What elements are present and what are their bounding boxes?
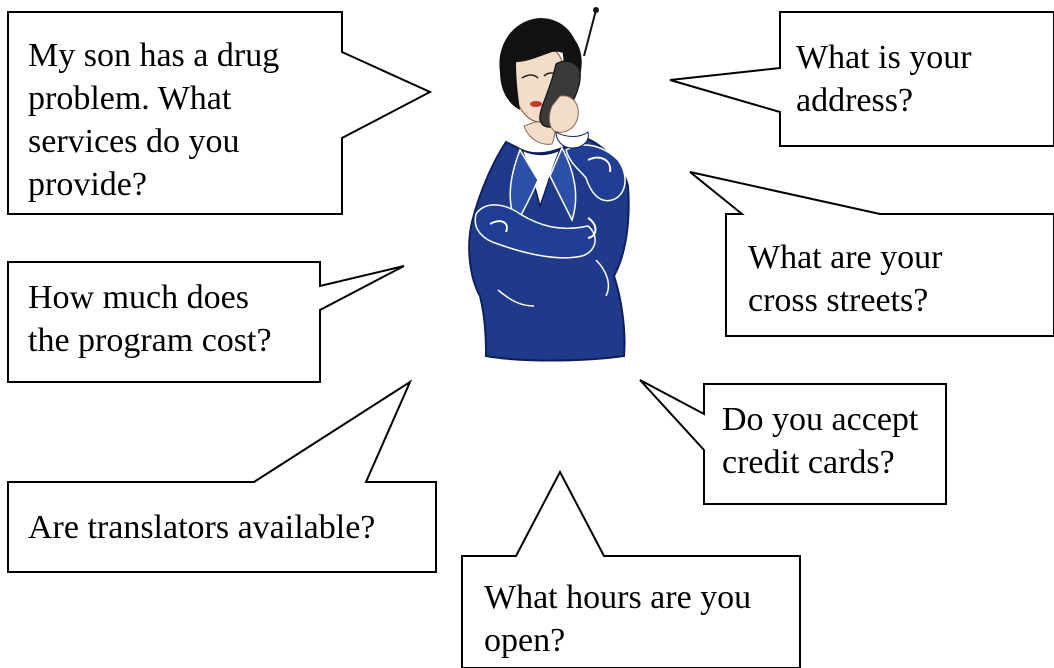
woman-on-phone-icon	[468, 7, 630, 362]
callout-program-cost	[7, 261, 405, 383]
callout-hours	[461, 469, 801, 668]
callout-translators	[7, 379, 437, 573]
callout-hours-shape	[461, 469, 801, 668]
callout-hours-text: What hours are you open?	[484, 579, 752, 659]
callout-drug-problem	[7, 11, 433, 215]
callout-credit-cards-text: Do you accept credit cards?	[722, 401, 919, 481]
callout-translators-shape	[7, 379, 437, 573]
callout-cross-streets	[689, 171, 1054, 337]
callout-program-cost-text: How much does the program cost?	[28, 279, 272, 359]
callout-credit-cards	[639, 379, 947, 505]
callout-address	[669, 11, 1054, 147]
callout-cross-streets-text: What are your cross streets?	[748, 239, 943, 319]
callout-address-shape	[669, 11, 1054, 147]
callout-drug-problem-text: My son has a drug problem. What services…	[28, 37, 280, 203]
callout-program-cost-shape	[7, 261, 405, 383]
callout-address-text: What is your address?	[796, 39, 972, 119]
callout-translators-text: Are translators available?	[28, 509, 376, 546]
callout-cross-streets-shape	[689, 171, 1054, 337]
callout-drug-problem-shape	[7, 11, 433, 215]
callout-credit-cards-shape	[639, 379, 947, 505]
